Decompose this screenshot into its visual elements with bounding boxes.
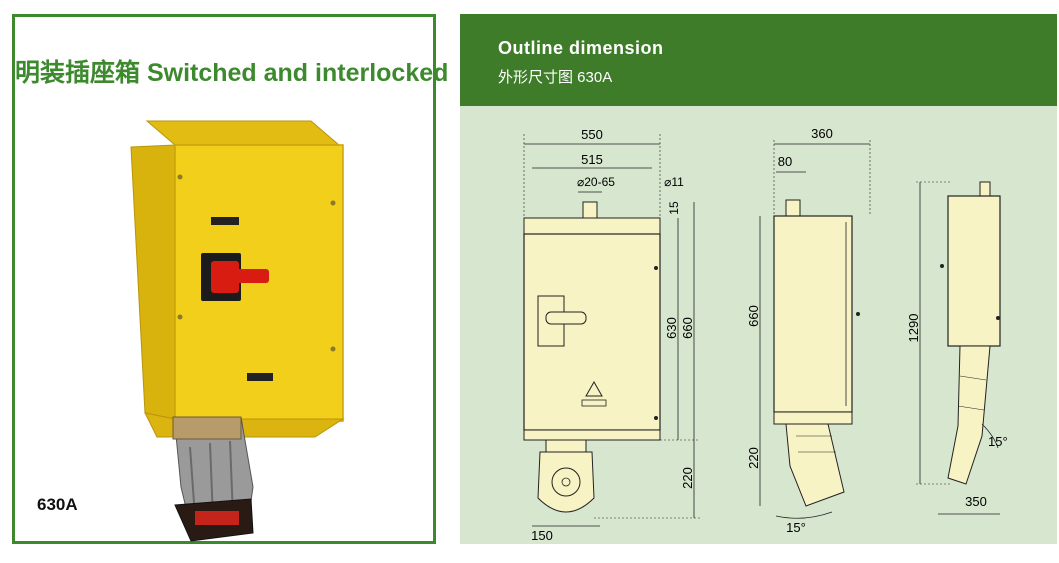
screw [996, 316, 1000, 320]
front-socket-flange [545, 439, 587, 453]
front-label [581, 399, 607, 407]
front-socket-face [551, 467, 581, 497]
screw [654, 416, 658, 420]
side-dim-depth: 360 [811, 126, 833, 141]
dim-gland: ⌀20-65 [577, 175, 615, 189]
switch-knob [211, 261, 239, 293]
dim-height-outer: 660 [680, 317, 695, 339]
side-dim-height: 660 [746, 305, 761, 327]
screw [856, 312, 860, 316]
warning-triangle-icon [585, 380, 603, 397]
socket-pin [561, 477, 571, 487]
front-lid [523, 217, 661, 235]
side2-dim-angle: 15° [988, 434, 1008, 449]
switch-handle [231, 269, 269, 283]
dim-socket-height: 220 [680, 467, 695, 489]
side2-body [947, 195, 1001, 347]
screw [177, 314, 183, 320]
side-dim-gland-offset: 80 [778, 154, 792, 169]
socket-box-illustration [130, 120, 345, 542]
dim-socket-width: 150 [531, 528, 553, 543]
dim-width-outer: 550 [581, 127, 603, 142]
side2-gland [979, 181, 991, 197]
product-title: 明装插座箱 Switched and interlocked [15, 59, 449, 87]
dim-hole: ⌀11 [664, 175, 684, 189]
socket-flange [172, 416, 242, 440]
front-base [523, 429, 661, 441]
side-gland [785, 199, 801, 217]
enclosure-side [130, 144, 176, 420]
screw [177, 174, 183, 180]
dimension-title-en: Outline dimension [498, 38, 664, 58]
cable-gland [582, 201, 598, 219]
socket-cap-stripe [195, 511, 239, 525]
outline-drawing: 550 515 ⌀20-65 ⌀11 15 630 660 220 150 [523, 126, 1008, 543]
front-view: 550 515 ⌀20-65 ⌀11 15 630 660 220 150 [523, 127, 700, 543]
screw [330, 346, 336, 352]
side2-dim-depth: 350 [965, 494, 987, 509]
front-switch-handle [545, 311, 587, 325]
side-body [773, 215, 853, 413]
dim-width-inner: 515 [581, 152, 603, 167]
screw [654, 266, 658, 270]
screw [330, 200, 336, 206]
screw [940, 264, 944, 268]
side-dim-socket-height: 220 [746, 447, 761, 469]
warning-label [247, 373, 273, 381]
side2-dim-total-height: 1290 [906, 314, 921, 343]
enclosure-lid [145, 120, 341, 146]
dimension-title-cn: 外形尺寸图 630A [498, 69, 613, 86]
dimension-panel: Outline dimension 外形尺寸图 630A [460, 14, 1057, 544]
dim-height-inner: 630 [664, 317, 679, 339]
warning-label [211, 217, 239, 225]
side-view-2: 1290 15° 350 [906, 181, 1008, 515]
dim-offset: 15 [667, 201, 681, 215]
side2-socket [947, 345, 991, 485]
side-base [773, 411, 853, 425]
side-socket [785, 423, 845, 507]
product-photo-panel: 明装插座箱 Switched and interlocked 630A [12, 14, 449, 544]
front-socket [537, 451, 595, 513]
side-view: 360 80 660 220 15° [746, 126, 871, 535]
model-label: 630A [37, 495, 78, 514]
dimension-header: Outline dimension 外形尺寸图 630A [460, 14, 1057, 106]
side-dim-angle: 15° [786, 520, 806, 535]
